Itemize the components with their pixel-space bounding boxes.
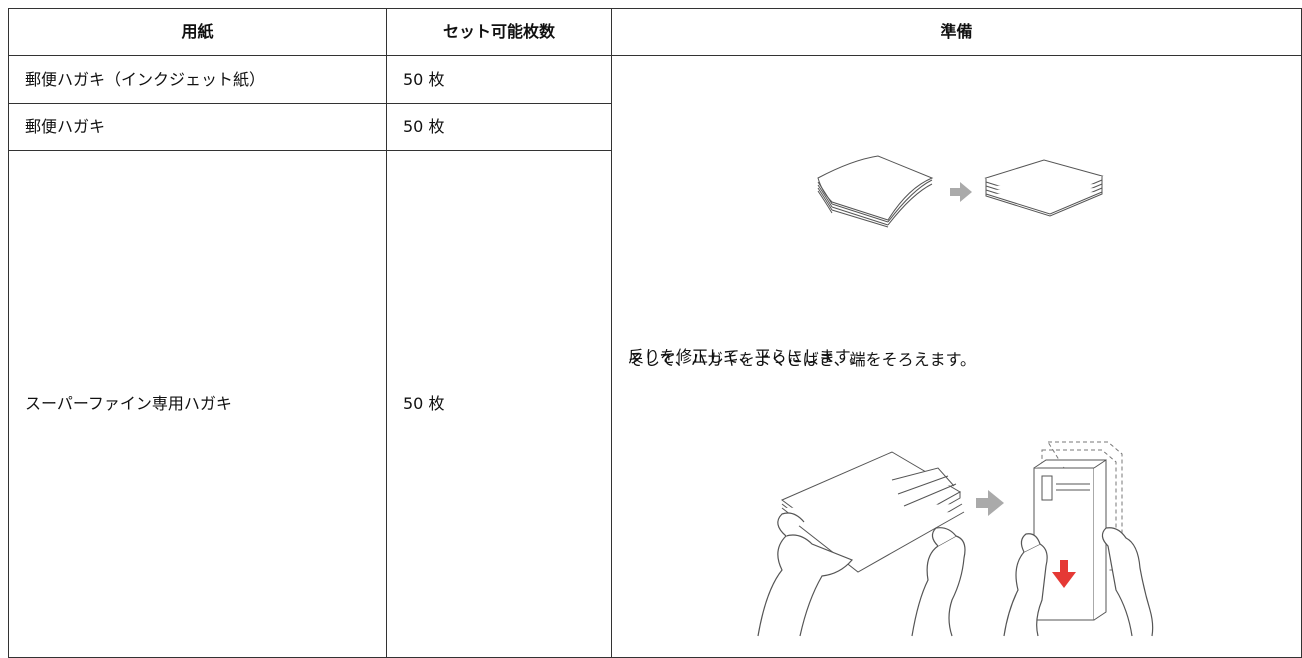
table-row: 郵便ハガキ（インクジェット紙） 50 枚 反りを修正して、平らにします。 — [8, 55, 1302, 658]
paper-table: 用紙 セット可能枚数 準備 郵便ハガキ（インクジェット紙） 50 枚 反りを修正… — [8, 8, 1302, 658]
preparation-cell: 反りを修正して、平らにします。 — [611, 55, 1302, 658]
flatten-paper-icon — [817, 155, 1104, 228]
table-row: スーパーファイン専用ハガキ 50 枚 — [8, 150, 1302, 658]
paper-count: 50 枚 — [386, 103, 612, 151]
paper-count: 50 枚 — [386, 150, 612, 658]
header-row: 用紙 セット可能枚数 準備 — [8, 8, 1302, 56]
paper-count: 50 枚 — [386, 55, 612, 104]
prep-step-1: 反りを修正して、平らにします。 — [628, 346, 866, 366]
paper-name: 郵便ハガキ — [8, 103, 387, 151]
fan-postcards-icon — [757, 441, 1154, 637]
header-paper: 用紙 — [8, 8, 387, 56]
paper-name: スーパーファイン専用ハガキ — [8, 150, 387, 658]
prep-step-2: そして、ハガキをよくさばき、端をそろえます。 — [628, 350, 977, 369]
header-count: セット可能枚数 — [386, 8, 612, 56]
header-prep: 準備 — [611, 8, 1302, 56]
paper-name: 郵便ハガキ（インクジェット紙） — [8, 55, 387, 104]
